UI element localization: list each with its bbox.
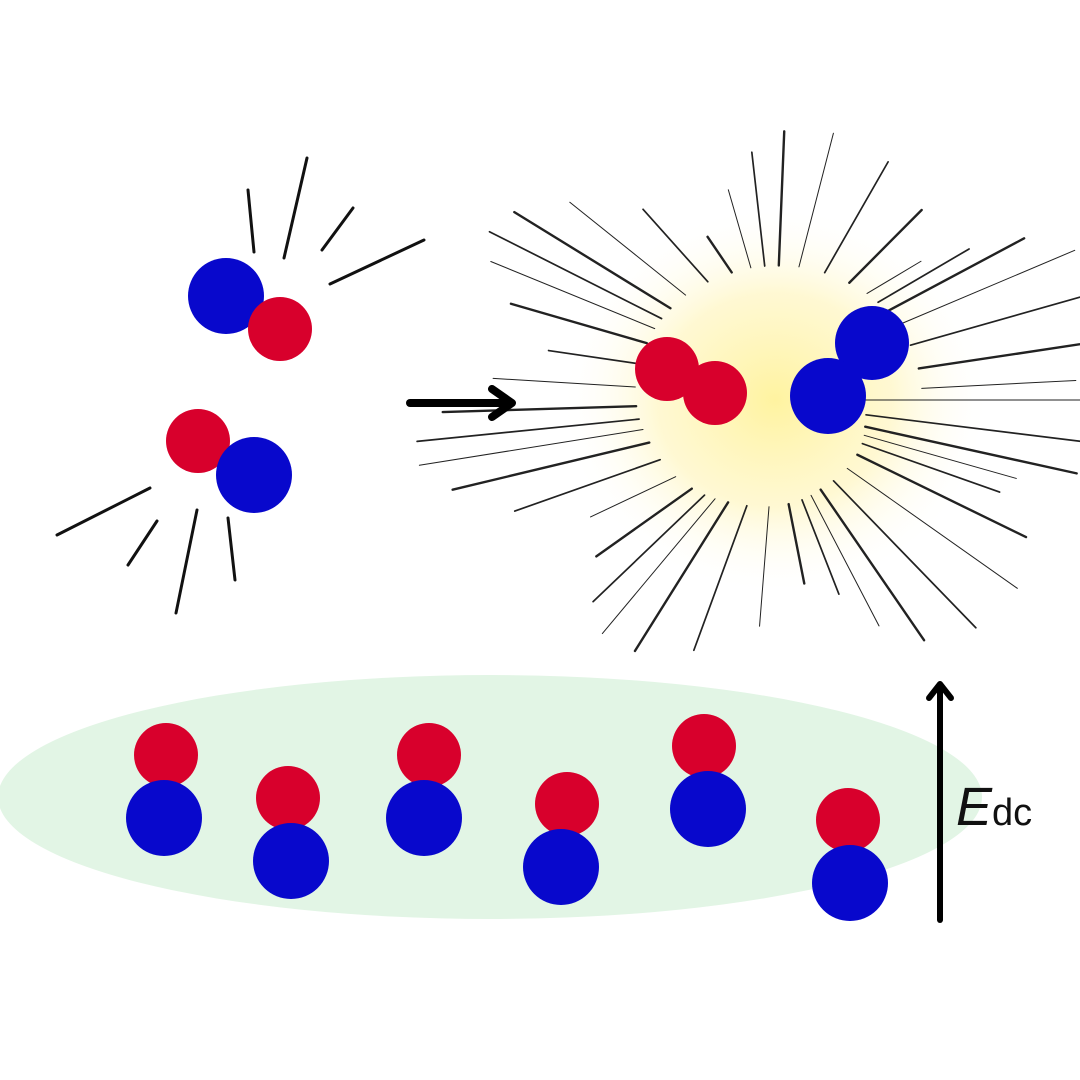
burst-streak [798,132,834,268]
field-arrow [926,681,954,923]
burst-streak [909,296,1080,347]
burst-streaks [416,130,1080,653]
burst-streak [866,260,922,294]
burst-streak [492,377,636,388]
burst-streak [595,487,693,558]
aligned-molecule [253,766,329,899]
burst-streak [441,404,638,414]
trap-region [0,675,982,919]
burst-streak [832,479,977,629]
molecule-incoming-2 [166,409,292,513]
burst-streak [819,488,926,642]
burst-streak [856,453,1028,539]
field-subscript: dc [992,792,1033,834]
burst-streak [727,189,752,269]
burst-streak [877,248,970,304]
burst-streak [863,434,1017,479]
aligned-molecule [812,788,888,921]
burst-streak [886,237,1026,313]
burst-streak [513,458,661,512]
burst-streak [848,208,923,284]
burst-streak [917,343,1080,370]
aligned-molecule [670,714,746,847]
burst-streak [509,302,648,345]
collision-glow [560,205,990,595]
molecule-incoming-1 [188,258,312,361]
aligned-molecules [126,714,888,921]
burst-streak [488,230,663,320]
aligned-molecule [126,723,202,856]
field-symbol: E [956,777,993,837]
burst-streak [642,208,709,283]
burst-streak [590,476,677,518]
aligned-molecule [523,772,599,905]
reaction-arrow [406,385,516,421]
burst-streak [547,349,640,365]
burst-streak [569,201,687,296]
burst-streak [898,249,1076,326]
burst-streak [801,499,840,595]
burst-streak [601,498,716,635]
burst-streak [846,467,1018,589]
burst-streak [416,418,640,443]
burst-streak [861,442,1001,493]
burst-streak [865,413,1080,443]
burst-streak [706,235,733,274]
burst-streak [513,210,672,310]
product-blue-dimer [790,306,909,434]
burst-streak [777,130,786,267]
motion-streaks [55,156,426,615]
burst-streak [592,494,706,603]
burst-streak [810,494,880,627]
field-label: Edc [956,776,1032,838]
burst-streak [787,502,806,585]
burst-streak [633,501,730,653]
burst-streak [750,151,766,267]
burst-streak [418,428,644,466]
product-red-dimer [635,337,747,425]
burst-streak [490,260,656,330]
burst-streak [759,506,770,627]
aligned-molecule [386,723,462,856]
burst-streak [864,425,1078,475]
burst-streak [692,504,748,652]
burst-streak [451,441,651,491]
burst-streak [823,161,889,274]
burst-streak [921,379,1077,389]
